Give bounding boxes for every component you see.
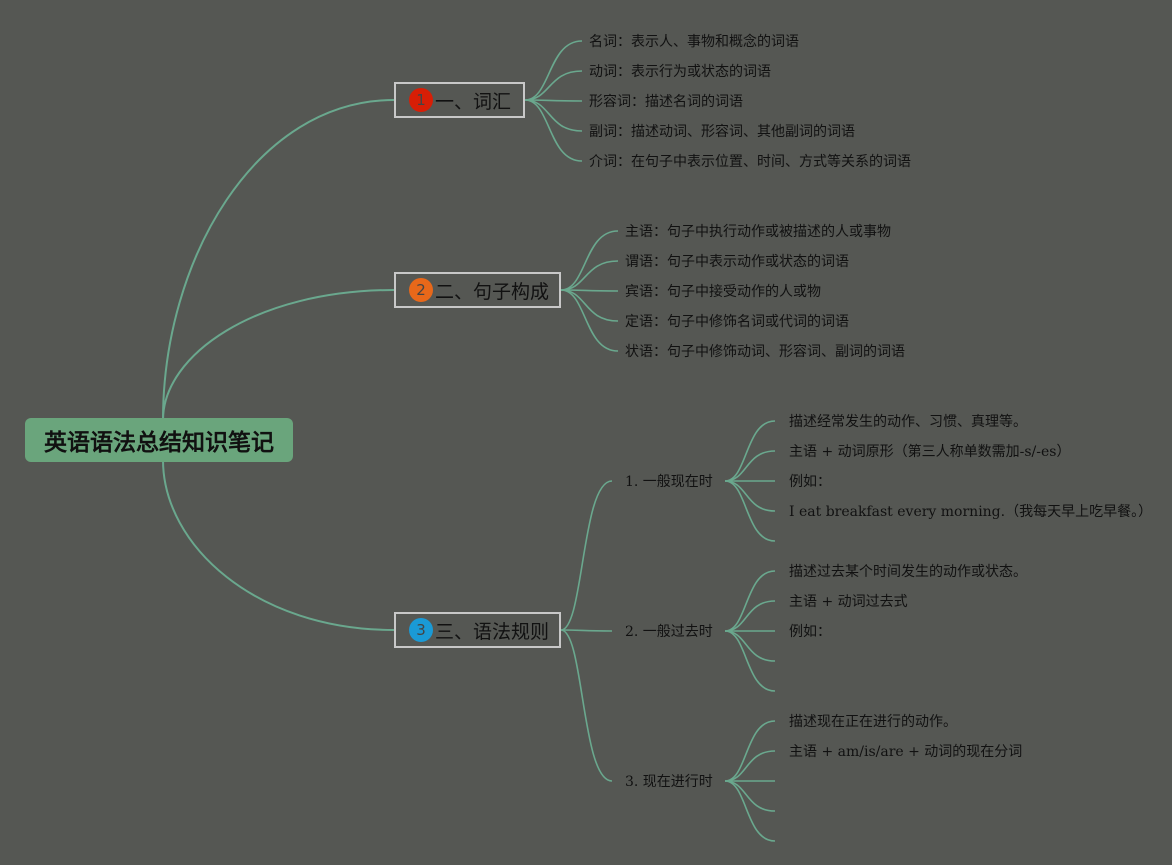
link-branch-2-leaf-1 [560,260,619,291]
link-sub-0-leaf-3 [724,480,776,512]
branch-vocabulary[interactable]: 1 一、词汇 [394,82,525,118]
link-root-branch-1 [162,99,395,421]
leaf-text[interactable]: 描述现在正在进行的动作。 [789,714,957,730]
link-root-branch-3 [162,459,395,631]
link-root-branch-2 [162,289,395,421]
leaf-adjective[interactable]: 形容词：描述名词的词语 [589,94,743,110]
link-branch-1-leaf-4 [524,99,583,162]
leaf-text[interactable]: 描述过去某个时间发生的动作或状态。 [789,564,1027,580]
leaf-predicate[interactable]: 谓语：句子中表示动作或状态的词语 [625,254,849,270]
priority-1-icon: 1 [409,88,433,112]
leaf-preposition[interactable]: 介词：在句子中表示位置、时间、方式等关系的词语 [589,154,911,170]
link-sub-1-leaf-0 [724,570,776,632]
link-sub-0-leaf-1 [724,450,776,482]
link-branch-2-leaf-0 [560,230,619,291]
leaf-text[interactable]: I eat breakfast every morning.（我每天早上吃早餐。… [789,504,1153,520]
link-branch-1-leaf-1 [524,70,583,101]
branch-label: 一、词汇 [435,90,512,113]
link-sub-0-leaf-4 [724,480,776,542]
leaf-verb[interactable]: 动词：表示行为或状态的词语 [589,64,771,80]
leaf-text[interactable]: 例如： [789,624,831,640]
link-sub-0-leaf-0 [724,420,776,482]
link-branch-3-sub-2 [560,629,613,782]
leaf-subject[interactable]: 主语：句子中执行动作或被描述的人或事物 [625,224,891,240]
leaf-attribute[interactable]: 定语：句子中修饰名词或代词的词语 [625,314,849,330]
leaf-adverbial[interactable]: 状语：句子中修饰动词、形容词、副词的词语 [625,344,905,360]
leaf-text[interactable]: 主语 + 动词过去式 [789,594,908,610]
link-sub-1-leaf-4 [724,630,776,692]
link-sub-1-leaf-1 [724,600,776,632]
link-branch-3-sub-1 [560,629,613,632]
priority-2-icon: 2 [409,278,433,302]
link-sub-1-leaf-3 [724,630,776,662]
link-sub-2-leaf-4 [724,780,776,842]
branch-label: 三、语法规则 [435,620,550,643]
link-branch-1-leaf-3 [524,99,583,132]
leaf-text[interactable]: 主语 + am/is/are + 动词的现在分词 [789,744,1023,760]
link-branch-2-leaf-4 [560,289,619,352]
leaf-text[interactable]: 例如： [789,474,831,490]
link-sub-2-leaf-0 [724,720,776,782]
link-sub-2-leaf-3 [724,780,776,812]
link-branch-3-sub-0 [560,480,613,631]
link-branch-2-leaf-3 [560,289,619,322]
link-sub-2-leaf-1 [724,750,776,782]
link-branch-1-leaf-0 [524,40,583,101]
branch-sentence-structure[interactable]: 2 二、句子构成 [394,272,561,308]
root-topic[interactable]: 英语语法总结知识笔记 [25,418,293,462]
root-topic-label: 英语语法总结知识笔记 [44,430,274,456]
leaf-object[interactable]: 宾语：句子中接受动作的人或物 [625,284,821,300]
leaf-noun[interactable]: 名词：表示人、事物和概念的词语 [589,34,799,50]
subtopic-simple-present[interactable]: 1. 一般现在时 [625,474,713,490]
leaf-text[interactable]: 描述经常发生的动作、习惯、真理等。 [789,414,1027,430]
leaf-text[interactable]: 主语 + 动词原形（第三人称单数需加-s/-es） [789,444,1071,460]
branch-label: 二、句子构成 [435,280,550,303]
subtopic-present-continuous[interactable]: 3. 现在进行时 [625,774,713,790]
subtopic-simple-past[interactable]: 2. 一般过去时 [625,624,713,640]
leaf-adverb[interactable]: 副词：描述动词、形容词、其他副词的词语 [589,124,855,140]
branch-grammar-rules[interactable]: 3 三、语法规则 [394,612,561,648]
priority-3-icon: 3 [409,618,433,642]
